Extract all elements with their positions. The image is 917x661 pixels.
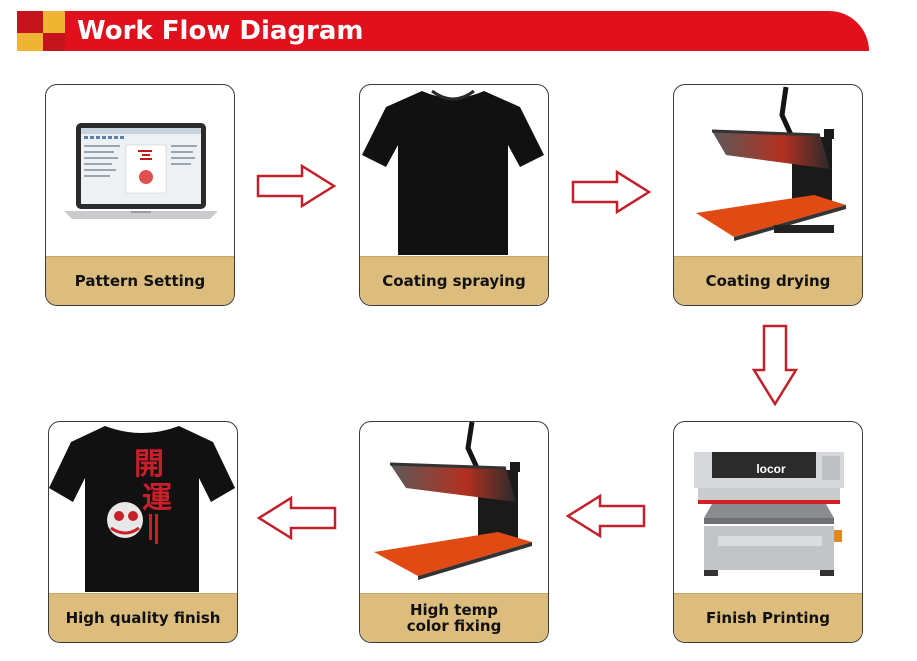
step-label: Finish Printing: [674, 593, 862, 642]
header-banner: Work Flow Diagram: [17, 11, 869, 51]
laptop-image: [64, 123, 218, 219]
step-card-coating-spraying: Coating spraying: [359, 84, 549, 306]
tshirt-glyph-2: 運: [142, 481, 172, 516]
left-arrow-icon: [256, 496, 337, 540]
dtg-printer-image: [694, 452, 844, 576]
black-tshirt-image: [362, 89, 544, 255]
printed-tshirt-image: 開 運: [49, 426, 235, 592]
step-card-high-temp-color-fixing: High temp color fixing: [359, 421, 549, 643]
header-logo-square: [43, 11, 65, 33]
step-label: Coating spraying: [360, 256, 548, 305]
header-logo-square: [17, 11, 43, 33]
left-arrow-icon: [565, 494, 646, 538]
header-logo-square: [43, 33, 65, 51]
heat-press-image: [374, 422, 532, 580]
step-card-pattern-setting: Pattern Setting: [45, 84, 235, 306]
heat-press-image: [696, 86, 846, 241]
printer-brand-logo: locor: [756, 462, 786, 476]
tshirt-glyph-1: 開: [134, 447, 164, 482]
step-label: High temp color fixing: [360, 593, 548, 642]
right-arrow-icon: [256, 164, 337, 208]
right-arrow-icon: [571, 170, 652, 214]
step-card-coating-drying: Coating drying: [673, 84, 863, 306]
down-arrow-icon: [752, 324, 798, 407]
header-band: [17, 11, 869, 51]
header-logo-square: [17, 33, 43, 51]
step-label: High quality finish: [49, 593, 237, 642]
step-card-high-quality-finish: 開 運 High quality finish: [48, 421, 238, 643]
step-label: Coating drying: [674, 256, 862, 305]
page-title: Work Flow Diagram: [77, 16, 364, 46]
step-label: Pattern Setting: [46, 256, 234, 305]
step-card-finish-printing: locor Finish Printing: [673, 421, 863, 643]
